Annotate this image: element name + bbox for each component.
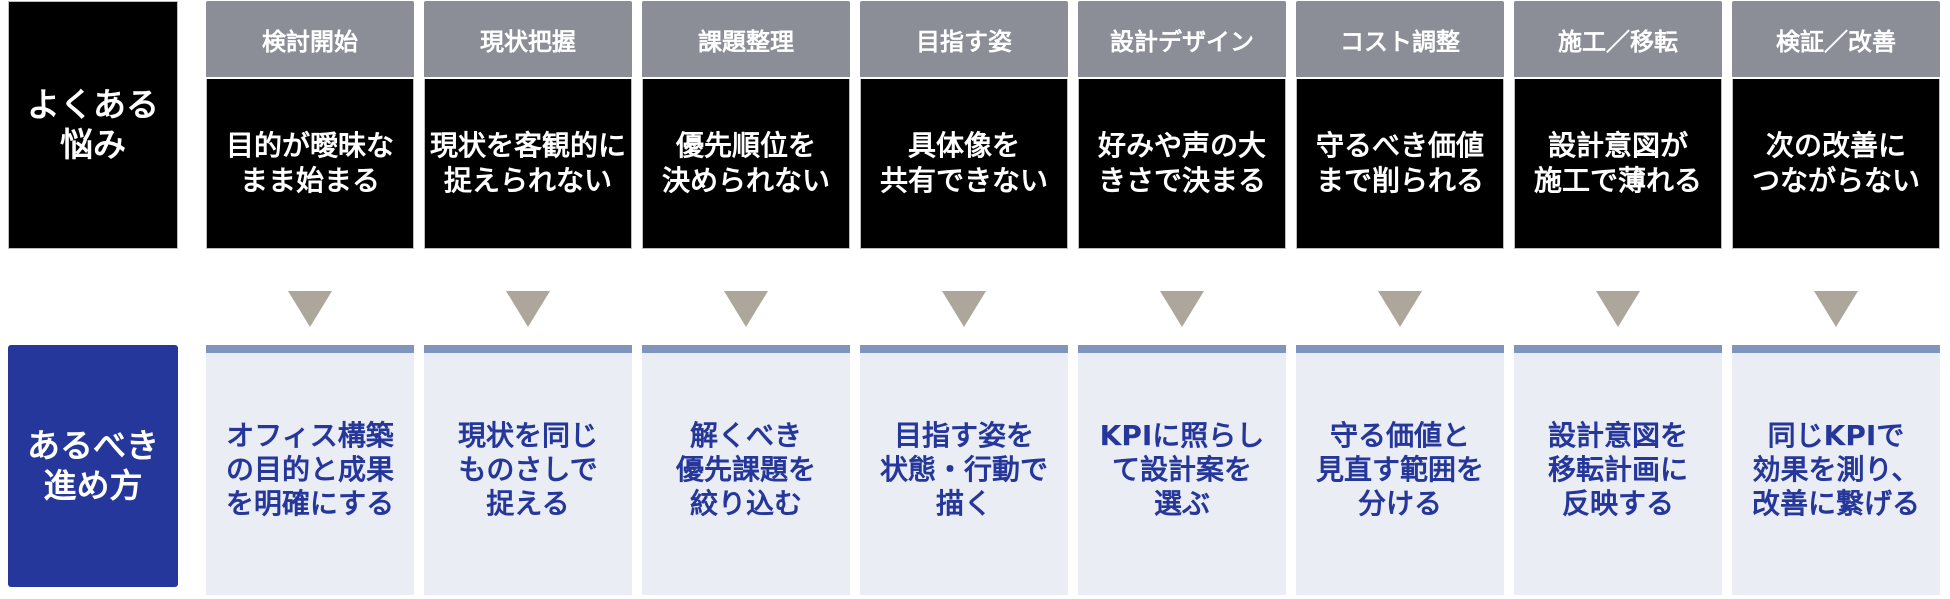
down-arrow-icon: [724, 291, 768, 327]
row-label-worries: よくある 悩み: [8, 1, 178, 249]
row-label-ideal: あるべき 進め方: [8, 345, 178, 587]
ideal-box: 設計意図を 移転計画に 反映する: [1514, 345, 1722, 595]
worry-box: 守るべき価値 まで削られる: [1296, 79, 1504, 249]
worry-box: 設計意図が 施工で薄れる: [1514, 79, 1722, 249]
stage-header: 目指す姿: [860, 1, 1068, 77]
stage-column: 検証／改善 次の改善に つながらない 同じKPIで 効果を測り、 改善に繋げる: [1732, 0, 1940, 599]
down-arrow-icon: [942, 291, 986, 327]
stage-header: 課題整理: [642, 1, 850, 77]
down-arrow-icon: [1160, 291, 1204, 327]
stage-header: 検証／改善: [1732, 1, 1940, 77]
stage-header: コスト調整: [1296, 1, 1504, 77]
stage-column: コスト調整 守るべき価値 まで削られる 守る価値と 見直す範囲を 分ける: [1296, 0, 1504, 599]
ideal-box: 解くべき 優先課題を 絞り込む: [642, 345, 850, 595]
stage-header: 施工／移転: [1514, 1, 1722, 77]
stage-column: 目指す姿 具体像を 共有できない 目指す姿を 状態・行動で 描く: [860, 0, 1068, 599]
worry-box: 目的が曖昧な まま始まる: [206, 79, 414, 249]
stage-header: 検討開始: [206, 1, 414, 77]
worry-box: 次の改善に つながらない: [1732, 79, 1940, 249]
stage-header: 現状把握: [424, 1, 632, 77]
worry-box: 好みや声の大 きさで決まる: [1078, 79, 1286, 249]
down-arrow-icon: [1596, 291, 1640, 327]
stage-column: 課題整理 優先順位を 決められない 解くべき 優先課題を 絞り込む: [642, 0, 850, 599]
worry-box: 具体像を 共有できない: [860, 79, 1068, 249]
worry-box: 優先順位を 決められない: [642, 79, 850, 249]
down-arrow-icon: [1378, 291, 1422, 327]
stage-column: 検討開始 目的が曖昧な まま始まる オフィス構築 の目的と成果 を明確にする: [206, 0, 414, 599]
worry-box: 現状を客観的に 捉えられない: [424, 79, 632, 249]
down-arrow-icon: [288, 291, 332, 327]
ideal-box: 目指す姿を 状態・行動で 描く: [860, 345, 1068, 595]
ideal-box: KPIに照らし て設計案を 選ぶ: [1078, 345, 1286, 595]
ideal-box: 現状を同じ ものさしで 捉える: [424, 345, 632, 595]
ideal-box: 守る価値と 見直す範囲を 分ける: [1296, 345, 1504, 595]
down-arrow-icon: [1814, 291, 1858, 327]
stage-column: 設計デザイン 好みや声の大 きさで決まる KPIに照らし て設計案を 選ぶ: [1078, 0, 1286, 599]
stage-header: 設計デザイン: [1078, 1, 1286, 77]
stage-column: 現状把握 現状を客観的に 捉えられない 現状を同じ ものさしで 捉える: [424, 0, 632, 599]
ideal-box: オフィス構築 の目的と成果 を明確にする: [206, 345, 414, 595]
stage-column: 施工／移転 設計意図が 施工で薄れる 設計意図を 移転計画に 反映する: [1514, 0, 1722, 599]
ideal-box: 同じKPIで 効果を測り、 改善に繋げる: [1732, 345, 1940, 595]
down-arrow-icon: [506, 291, 550, 327]
